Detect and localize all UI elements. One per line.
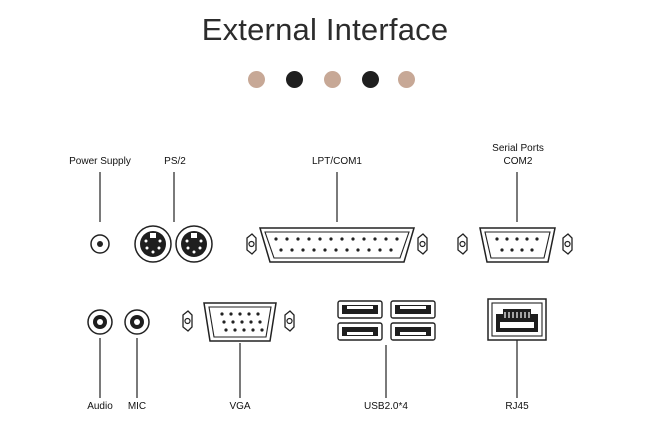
rj45-port-icon — [487, 298, 547, 341]
carousel-indicator — [248, 71, 418, 89]
indicator-dot[interactable] — [362, 71, 379, 88]
lpt-port-icon — [246, 227, 428, 263]
label-audio: Audio — [87, 401, 113, 412]
label-rj45: RJ45 — [505, 401, 529, 412]
mic-jack-icon — [124, 309, 150, 335]
ps2-port-icon — [134, 225, 172, 263]
indicator-dot[interactable] — [398, 71, 415, 88]
label-com2: COM2 — [503, 156, 533, 167]
label-vga: VGA — [229, 401, 251, 412]
label-lpt-com1: LPT/COM1 — [311, 156, 362, 167]
label-power-supply: Power Supply — [69, 156, 131, 167]
label-serial-ports: Serial Ports — [492, 143, 544, 154]
indicator-dot[interactable] — [286, 71, 303, 88]
vga-port-icon — [182, 302, 295, 342]
indicator-dot[interactable] — [248, 71, 265, 88]
ps2-port-icon — [175, 225, 213, 263]
indicator-dot[interactable] — [324, 71, 341, 88]
serial-port-icon — [457, 227, 573, 263]
label-mic: MIC — [127, 401, 147, 412]
label-ps2: PS/2 — [164, 156, 186, 167]
label-usb: USB2.0*4 — [364, 401, 408, 412]
usb-ports-icon — [337, 300, 436, 341]
power-supply-jack-icon — [90, 234, 110, 254]
page-title: External Interface — [201, 12, 449, 47]
audio-jack-icon — [87, 309, 113, 335]
